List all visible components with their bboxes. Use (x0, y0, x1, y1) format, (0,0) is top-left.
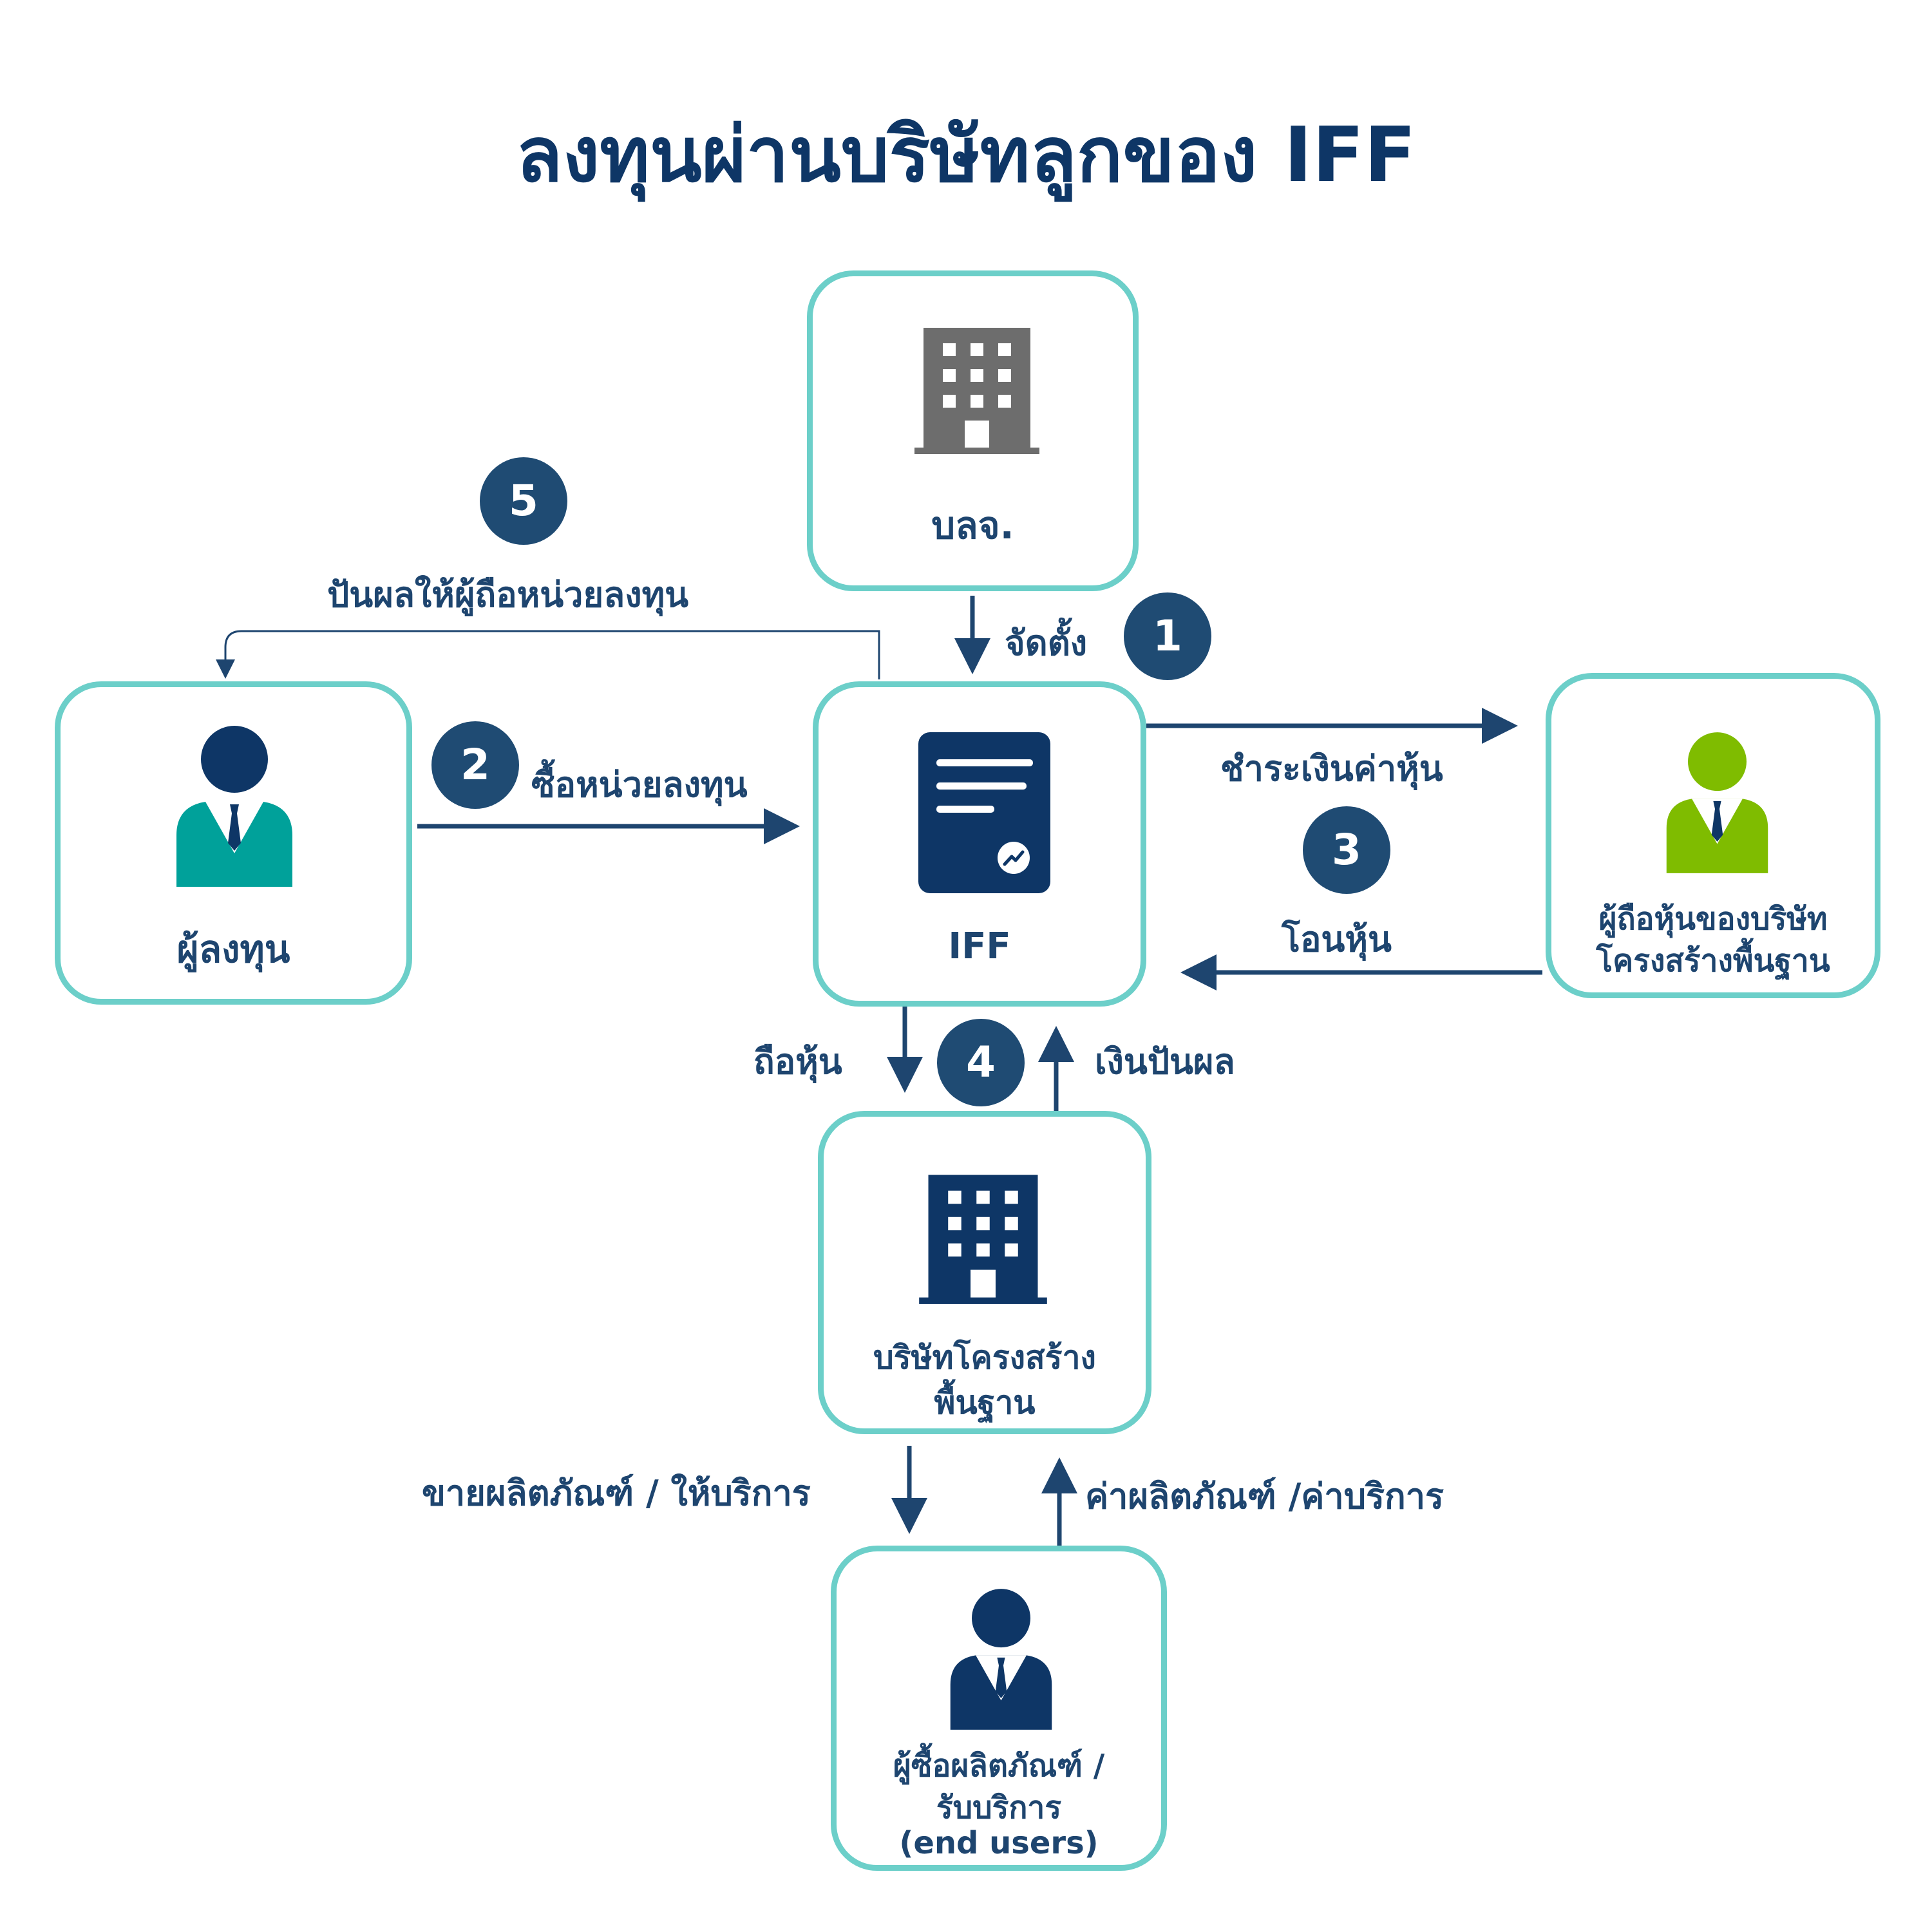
iff-label: IFF (948, 925, 1011, 967)
step-badge-2: 2 (431, 721, 519, 809)
end-users-label-line3: (end users) (899, 1825, 1099, 1861)
node-investor: ผู้ลงทุน (55, 681, 412, 1005)
node-asset-management: บลจ. (807, 270, 1139, 591)
node-end-users: ผู้ซื้อผลิตภัณฑ์ / รับบริการ (end users) (831, 1546, 1167, 1871)
building-icon (919, 1175, 1047, 1304)
step-3-label-bottom: โอนหุ้น (1282, 919, 1392, 960)
document-chart-icon (918, 732, 1050, 893)
end-users-label-line1: ผู้ซื้อผลิตภัณฑ์ / (893, 1748, 1105, 1784)
node-infra-company: บริษัทโครงสร้าง พื้นฐาน (818, 1111, 1151, 1434)
step-1-label: จัดตั้ง (1005, 623, 1088, 663)
node-iff: IFF (813, 681, 1146, 1007)
step-4-label-right: เงินปันผล (1095, 1041, 1235, 1082)
building-icon (914, 328, 1039, 454)
investor-label: ผู้ลงทุน (176, 927, 290, 971)
diagram-title: ลงทุนผ่านบริษัทลูกของ IFF (516, 110, 1416, 199)
shareholder-label-line2: โครงสร้างพื้นฐาน (1596, 943, 1830, 979)
person-icon (176, 726, 292, 887)
step-2-label: ซื้อหน่วยลงทุน (531, 764, 748, 805)
person-icon (1666, 732, 1768, 873)
step-5-label: ปันผลให้ผู้ถือหน่วยลงทุน (327, 574, 689, 615)
infra-label-line2: พื้นฐาน (934, 1384, 1036, 1421)
arrow-dividend-to-investor (216, 630, 880, 679)
sell-label: ขายผลิตภัณฑ์ / ให้บริการ (422, 1473, 811, 1513)
step-badge-4: 4 (937, 1019, 1025, 1106)
end-users-label-line2: รับบริการ (936, 1790, 1062, 1826)
infra-label-line1: บริษัทโครงสร้าง (873, 1339, 1096, 1376)
asset-management-label: บลจ. (931, 504, 1014, 547)
shareholder-label-line1: ผู้ถือหุ้นของบริษัท (1598, 901, 1828, 937)
step-badge-1: 1 (1124, 592, 1211, 680)
step-4-label-left: ถือหุ้น (753, 1041, 842, 1082)
step-badge-5: 5 (480, 457, 567, 545)
person-icon (950, 1589, 1052, 1730)
node-shareholder: ผู้ถือหุ้นของบริษัท โครงสร้างพื้นฐาน (1546, 673, 1880, 998)
pay-label: ค่าผลิตภัณฑ์ /ค่าบริการ (1085, 1476, 1444, 1517)
step-3-label-top: ชำระเงินค่าหุ้น (1220, 748, 1443, 789)
step-badge-3: 3 (1303, 806, 1390, 894)
